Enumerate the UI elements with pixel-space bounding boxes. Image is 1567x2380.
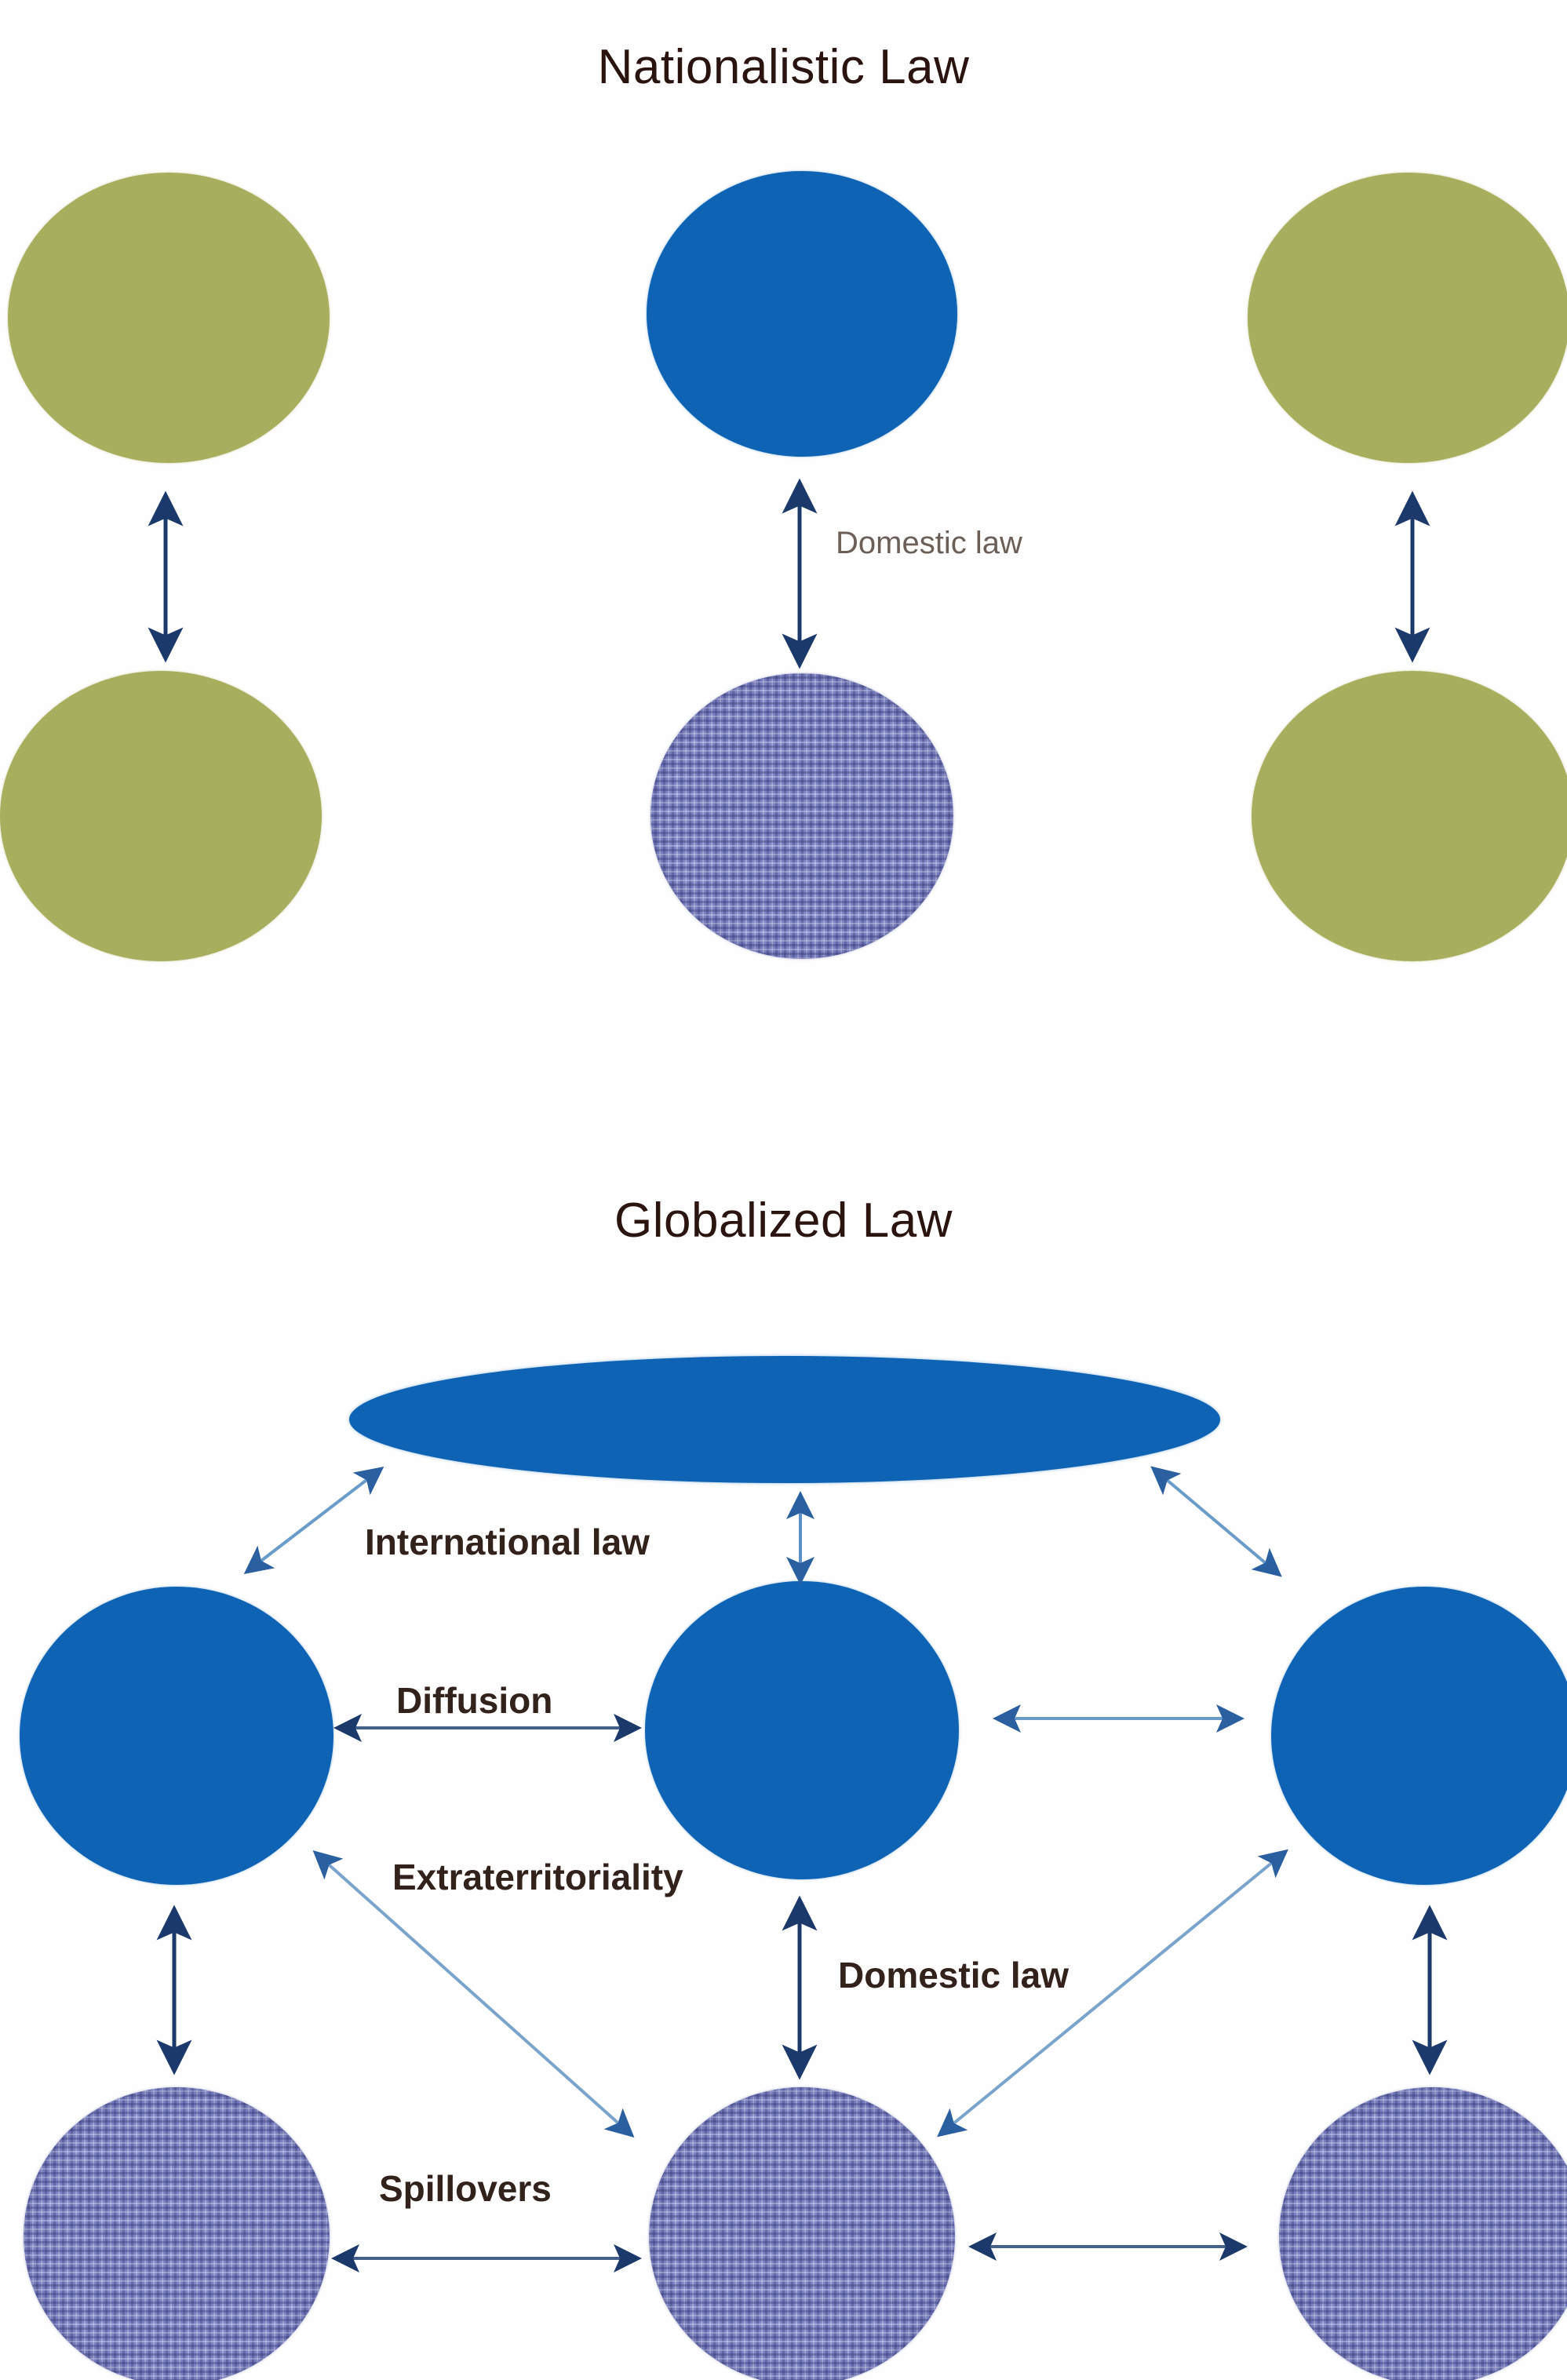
- node-globalized-mid-right: [1271, 1587, 1567, 1885]
- edge-label-domestic-law-globalized: Domestic law: [838, 1955, 1069, 1995]
- edge-label-diffusion: Diffusion: [396, 1680, 553, 1721]
- edge-label-spillovers: Spillovers: [379, 2168, 552, 2209]
- node-nationalistic-top-center: [647, 171, 957, 457]
- edge-label-international-law: International law: [365, 1522, 650, 1562]
- edge-extraterritoriality-left: [312, 1850, 635, 2138]
- panel-globalized-law: Globalized Law: [0, 1138, 1567, 2380]
- node-globalized-mid-center: [645, 1581, 959, 1879]
- panel-nationalistic-law: Nationalistic Law Domestic law: [0, 0, 1567, 1138]
- edge-international-law-right: [1150, 1466, 1282, 1577]
- node-globalized-mid-left: [20, 1587, 333, 1885]
- node-globalized-bottom-left: [24, 2087, 330, 2380]
- edge-label-domestic-law-nationalistic: Domestic law: [836, 526, 1022, 560]
- node-nationalistic-bottom-right: [1252, 671, 1567, 961]
- node-nationalistic-top-right: [1248, 173, 1567, 463]
- edge-label-extraterritoriality: Extraterritoriality: [392, 1857, 683, 1897]
- connector-layer-nationalistic: [148, 478, 1430, 669]
- page-title-nationalistic-law: Nationalistic Law: [597, 39, 970, 94]
- node-nationalistic-bottom-center: [650, 673, 953, 959]
- node-globalized-bottom-right: [1279, 2087, 1567, 2380]
- node-globalized-bottom-center: [649, 2087, 955, 2380]
- node-nationalistic-bottom-left: [0, 671, 322, 961]
- edge-international-law-left: [243, 1467, 384, 1574]
- node-international-body: [349, 1356, 1220, 1483]
- node-nationalistic-top-left: [8, 173, 330, 463]
- page-title-globalized-law: Globalized Law: [614, 1193, 953, 1248]
